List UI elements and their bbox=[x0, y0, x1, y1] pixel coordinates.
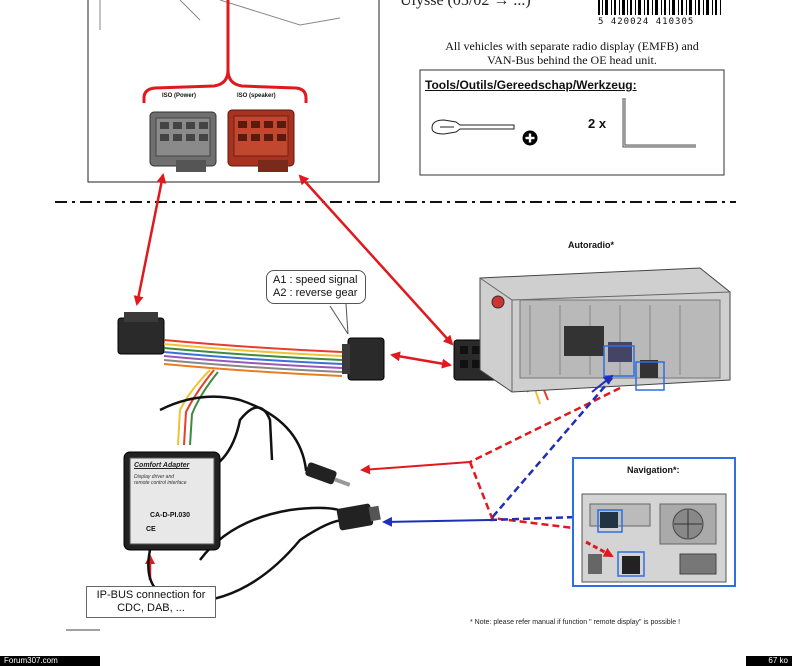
compat-note-line1: All vehicles with separate radio display… bbox=[445, 39, 699, 53]
footer-site: Forum307.com bbox=[0, 656, 100, 666]
navigation-label: Navigation*: bbox=[627, 465, 680, 475]
radio-port-highlight bbox=[635, 361, 665, 391]
adapter-subtitle-2: remote control interface bbox=[134, 480, 187, 486]
footer-size: 67 ko bbox=[746, 656, 792, 666]
removal-key-icon bbox=[622, 98, 696, 148]
dashboard-sketch bbox=[99, 0, 341, 30]
adapter-title: Comfort Adapter bbox=[134, 462, 190, 469]
autoradio-unit bbox=[479, 267, 731, 393]
blue-signal-arrow bbox=[382, 516, 491, 527]
callout-line-1: A1 : speed signal bbox=[273, 274, 358, 286]
compat-note-line2: VAN-Bus behind the OE head unit. bbox=[487, 53, 657, 67]
vehicle-title-fragment: Ulysse (05/02 → ...) bbox=[400, 0, 531, 9]
harness-wire bbox=[226, 69, 308, 103]
ipbus-plug bbox=[336, 503, 381, 531]
arrow-iso-power-to-harness bbox=[133, 173, 167, 306]
nav-port-highlight bbox=[597, 509, 623, 533]
blue-signal-line bbox=[489, 377, 613, 521]
red-signal-line bbox=[469, 386, 621, 464]
barcode bbox=[598, 0, 721, 15]
jack-plug bbox=[305, 462, 351, 487]
ipbus-label: IP-BUS connection for CDC, DAB, ... bbox=[86, 586, 216, 618]
autoradio-label: Autoradio* bbox=[568, 240, 614, 250]
label-iso-power: ISO (Power) bbox=[162, 93, 197, 99]
navigation-unit bbox=[581, 493, 727, 583]
nav-port-highlight bbox=[617, 551, 645, 577]
harness-wires bbox=[163, 339, 343, 446]
radio-port-highlight bbox=[603, 345, 635, 377]
phillips-tip-icon bbox=[522, 130, 538, 146]
callout-line-2: A2 : reverse gear bbox=[273, 287, 358, 299]
iso-speaker-connector bbox=[227, 109, 295, 172]
harness-wire bbox=[142, 0, 230, 103]
remote-display-note: * Note: please refer manual if function … bbox=[470, 619, 681, 626]
adapter-ce-mark: CE bbox=[146, 526, 156, 533]
ipbus-line-1: IP-BUS connection for bbox=[96, 589, 206, 601]
iso-power-connector bbox=[149, 111, 217, 172]
arrow-iso-speaker-to-radio bbox=[298, 174, 454, 346]
red-signal-line bbox=[468, 461, 607, 534]
speed-reverse-callout: A1 : speed signal A2 : reverse gear bbox=[266, 270, 366, 304]
tools-box bbox=[419, 69, 725, 176]
barcode-number: 5 420024 410305 bbox=[598, 17, 695, 27]
blue-signal-line bbox=[489, 514, 609, 522]
label-iso-speaker: ISO (speaker) bbox=[237, 93, 276, 99]
tool-quantity: 2 x bbox=[588, 116, 607, 131]
screwdriver-icon bbox=[431, 119, 515, 135]
harness-connector-left bbox=[117, 312, 165, 355]
adapter-subtitle-1: Display driver and bbox=[134, 474, 175, 480]
arrow-harness-to-radio bbox=[390, 351, 452, 369]
nav-red-arrow bbox=[585, 540, 614, 558]
harness-connector-right bbox=[342, 337, 385, 381]
vehicle-connector-frame bbox=[87, 0, 380, 183]
ipbus-line-2: CDC, DAB, ... bbox=[117, 602, 185, 614]
adapter-model: CA-D-PI.030 bbox=[150, 512, 191, 519]
comfort-adapter-box bbox=[123, 451, 221, 551]
blue-signal-arrow bbox=[591, 374, 614, 393]
callout-pointer bbox=[329, 303, 349, 335]
red-signal-arrow bbox=[360, 461, 471, 475]
tools-title: Tools/Outils/Gereedschap/Werkzeug: bbox=[425, 78, 637, 92]
